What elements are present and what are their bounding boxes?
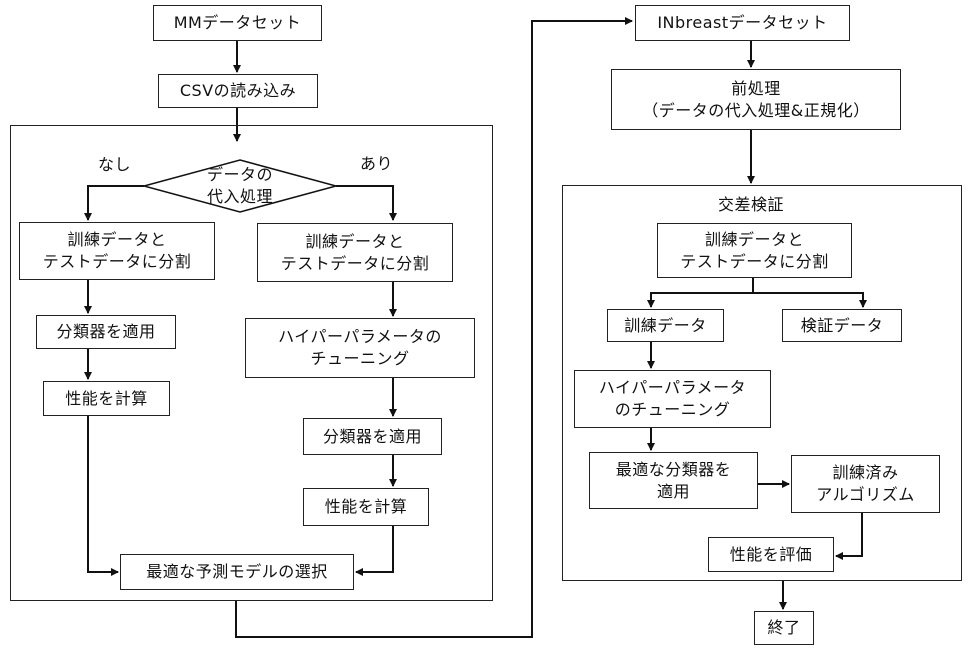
arrow-trained-to-evaluate	[835, 513, 863, 560]
no-path-compute-label: 性能を計算	[65, 388, 148, 408]
preprocess-line-2: （データの代入処理&正規化）	[642, 100, 870, 120]
model-selection-frame	[10, 125, 493, 601]
yes-path-split-line-1: 訓練データと	[305, 231, 405, 251]
cross-validation-frame	[562, 185, 962, 581]
end-box: 終了	[754, 611, 814, 645]
mm-dataset-label: MMデータセット	[173, 13, 302, 32]
yes-path-compute-box: 性能を計算	[303, 488, 429, 526]
cross-validation-title: 交差検証	[718, 195, 785, 214]
arrow-compute-to-select-left	[87, 416, 119, 576]
evaluate-box: 性能を評価	[708, 537, 834, 572]
arrow-split-to-valid	[753, 292, 867, 308]
cv-split-line-1: 訓練データと	[704, 229, 804, 249]
yes-path-apply-label: 分類器を適用	[322, 426, 422, 446]
yes-path-split-box: 訓練データと テストデータに分割	[257, 223, 453, 282]
load-csv-label: CSVの読み込み	[179, 81, 297, 100]
decision-label: データの 代入処理	[180, 164, 300, 208]
yes-path-apply-box: 分類器を適用	[303, 418, 442, 455]
decision-line-2: 代入処理	[206, 187, 273, 206]
load-csv-box: CSVの読み込み	[158, 74, 318, 108]
arrow-decision-no	[84, 185, 144, 221]
valid-data-box: 検証データ	[782, 309, 902, 342]
trained-algorithm-line-1: 訓練済み	[832, 463, 899, 482]
inbreast-dataset-label: INbreastデータセット	[657, 13, 828, 32]
no-path-apply-label: 分類器を適用	[56, 322, 156, 341]
arrow-split-to-train	[647, 292, 753, 308]
yes-path-tuning-line-2: チューニング	[310, 349, 410, 368]
cv-tuning-line-2: のチューニング	[614, 400, 731, 419]
train-data-label: 訓練データ	[624, 315, 707, 335]
best-classifier-box: 最適な分類器を 適用	[589, 452, 758, 509]
train-data-box: 訓練データ	[607, 309, 724, 342]
branch-yes-label: あり	[360, 154, 394, 173]
no-path-split-line-2: テストデータに分割	[42, 252, 192, 271]
no-path-apply-box: 分類器を適用	[36, 315, 176, 349]
evaluate-label: 性能を評価	[729, 544, 813, 564]
arrow-decision-yes	[336, 185, 397, 221]
arrow-compute-to-select-right	[355, 526, 394, 576]
select-model-label: 最適な予測モデルの選択	[146, 562, 328, 581]
no-path-split-line-1: 訓練データと	[67, 230, 167, 249]
select-model-box: 最適な予測モデルの選択	[120, 554, 354, 590]
cv-tuning-line-1: ハイパーパラメータ	[598, 378, 747, 397]
no-path-compute-box: 性能を計算	[43, 381, 170, 416]
decision-diamond	[141, 159, 339, 213]
best-classifier-line-2: 適用	[656, 481, 690, 501]
mm-dataset-box: MMデータセット	[153, 5, 322, 41]
valid-data-label: 検証データ	[800, 315, 884, 335]
best-classifier-line-1: 最適な分類器を	[615, 459, 732, 479]
yes-path-tuning-line-1: ハイパーパラメータの	[278, 327, 442, 346]
branch-no-label: なし	[98, 155, 132, 174]
yes-path-tuning-box: ハイパーパラメータの チューニング	[245, 318, 475, 378]
trained-algorithm-box: 訓練済み アルゴリズム	[791, 455, 940, 513]
inbreast-dataset-box: INbreastデータセット	[635, 5, 850, 41]
cv-split-line-2: テストデータに分割	[680, 251, 829, 271]
end-label: 終了	[767, 618, 801, 637]
preprocess-box: 前処理 （データの代入処理&正規化）	[611, 69, 901, 130]
yes-path-compute-label: 性能を計算	[324, 497, 408, 516]
no-path-split-box: 訓練データと テストデータに分割	[19, 222, 215, 280]
arrow-left-to-right	[235, 17, 633, 638]
cv-split-box: 訓練データと テストデータに分割	[657, 223, 852, 278]
yes-path-split-line-2: テストデータに分割	[280, 253, 430, 273]
decision-line-1: データの	[206, 165, 273, 184]
trained-algorithm-line-2: アルゴリズム	[816, 485, 915, 504]
preprocess-line-1: 前処理	[731, 78, 781, 98]
cv-tuning-box: ハイパーパラメータ のチューニング	[574, 370, 771, 428]
